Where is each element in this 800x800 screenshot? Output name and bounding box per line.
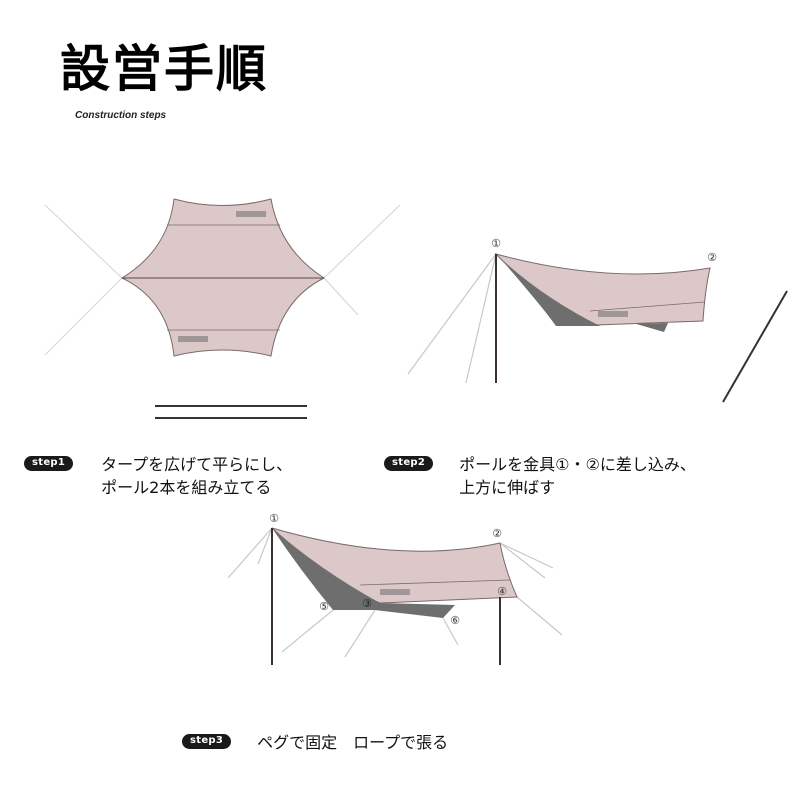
step-3: step3 ペグで固定 ロープで張る xyxy=(182,731,448,754)
page-title: 設営手順 xyxy=(60,40,268,98)
step-description: ペグで固定 ロープで張る xyxy=(257,731,448,754)
corner-label-3: ③ xyxy=(362,597,372,610)
step-description: ポールを金具①・②に差し込み、 上方に伸ばす xyxy=(459,453,696,499)
step3-figure: ① ② ③ ④ ⑤ ⑥ xyxy=(227,512,563,665)
corner-label-1: ① xyxy=(491,237,501,250)
step2-figure: ① ② xyxy=(407,237,788,403)
step-2: step2 ポールを金具①・②に差し込み、 上方に伸ばす xyxy=(384,453,696,499)
corner-label-6: ⑥ xyxy=(450,614,460,627)
step-badge: step2 xyxy=(384,456,434,471)
step-badge: step1 xyxy=(24,456,74,471)
step-line: ポールを金具①・②に差し込み、 xyxy=(459,455,696,474)
step-line: 上方に伸ばす xyxy=(459,478,556,497)
step-line: ポール2本を組み立てる xyxy=(101,478,272,497)
corner-label-4: ④ xyxy=(497,585,507,598)
corner-label-5: ⑤ xyxy=(319,600,329,613)
step-badge: step3 xyxy=(182,734,232,749)
page-subtitle: Construction steps xyxy=(75,110,167,121)
corner-label-2: ② xyxy=(492,527,502,540)
step-1: step1 タープを広げて平らにし、 ポール2本を組み立てる xyxy=(24,453,292,499)
step-description: タープを広げて平らにし、 ポール2本を組み立てる xyxy=(101,453,292,499)
step-line: ペグで固定 ロープで張る xyxy=(257,733,449,752)
corner-label-1: ① xyxy=(269,512,279,525)
step-line: タープを広げて平らにし、 xyxy=(101,455,293,474)
corner-label-2: ② xyxy=(707,251,717,264)
step1-figure xyxy=(44,198,401,419)
